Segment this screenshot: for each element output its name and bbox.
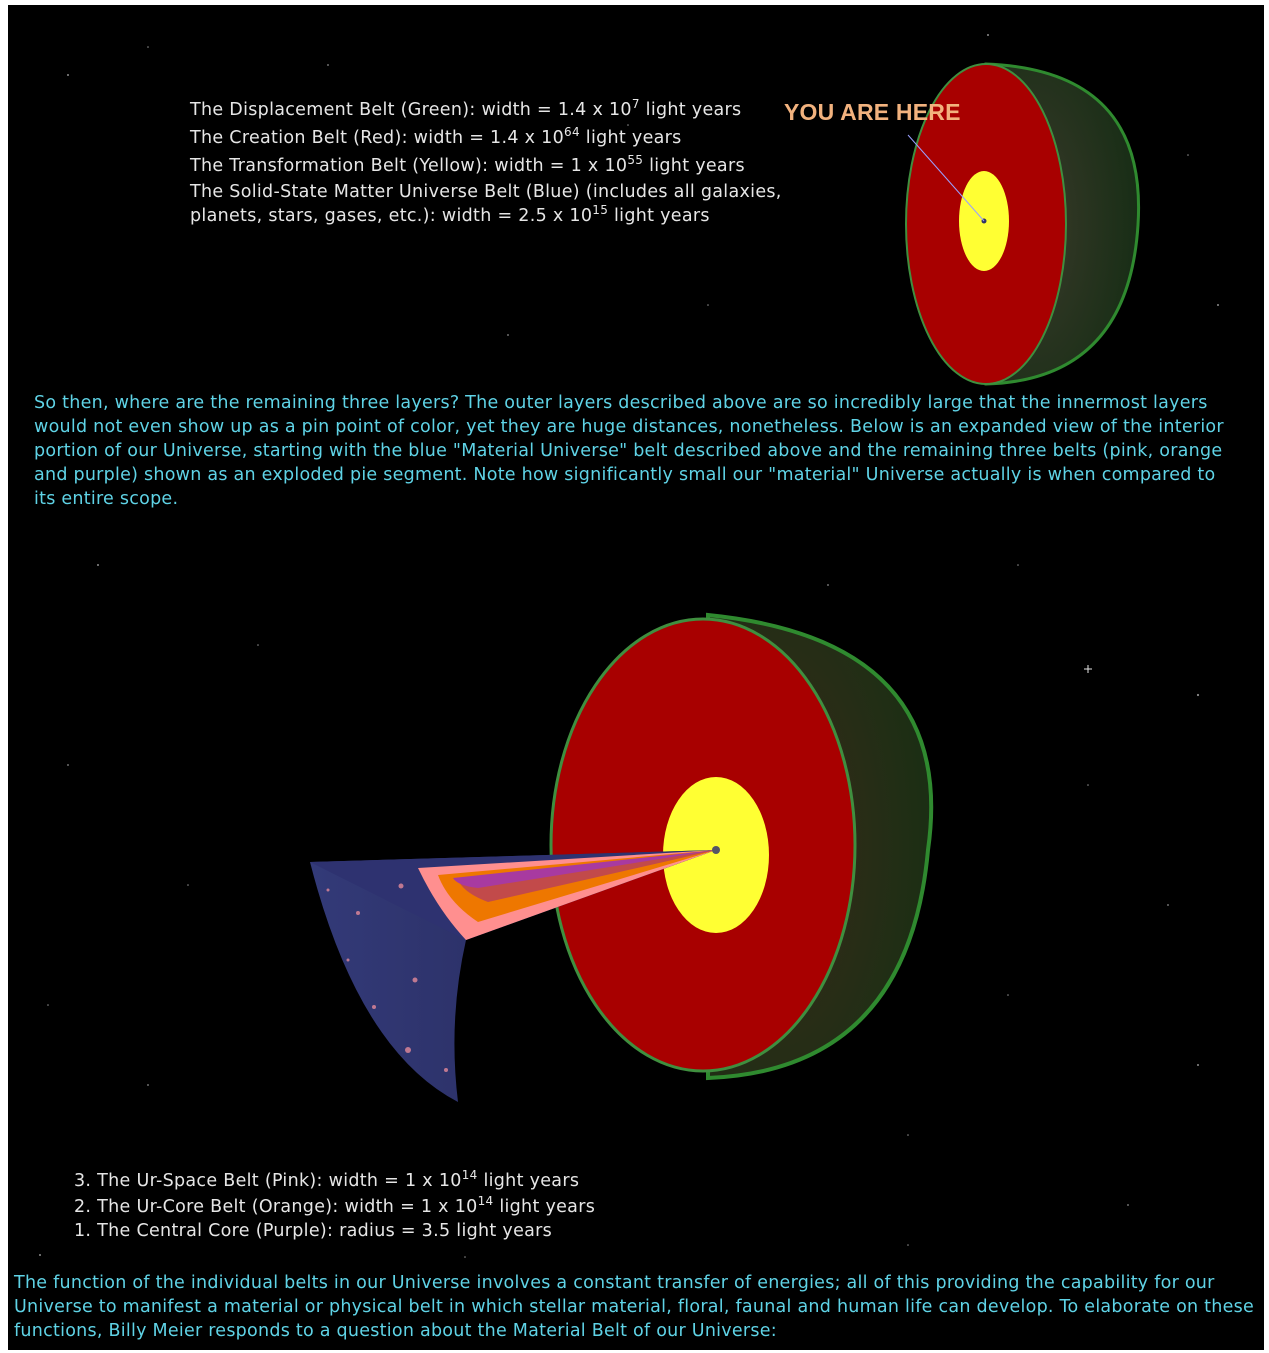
text: light years	[608, 206, 710, 226]
text: light years	[493, 1197, 596, 1217]
text: The Solid-State Matter Universe Belt (Bl…	[190, 182, 782, 226]
universe-globe-diagram	[905, 62, 1141, 386]
ur-core-belt-line: 2. The Ur-Core Belt (Orange): width = 1 …	[74, 1194, 774, 1220]
central-core-line: 1. The Central Core (Purple): radius = 3…	[74, 1218, 774, 1244]
exponent: 15	[592, 203, 609, 217]
pointer-line	[907, 134, 985, 222]
transformation-belt-line: The Transformation Belt (Yellow): width …	[190, 154, 790, 178]
space-background: YOU ARE HERE The Displacement Belt (Gree…	[8, 5, 1264, 1350]
solid-state-belt-line: The Solid-State Matter Universe Belt (Bl…	[190, 180, 790, 228]
yellow-belt	[663, 777, 769, 933]
inner-belt-list: 3. The Ur-Space Belt (Pink): width = 1 x…	[74, 1168, 774, 1244]
exponent: 55	[627, 153, 644, 167]
ur-space-belt-line: 3. The Ur-Space Belt (Pink): width = 1 x…	[74, 1168, 774, 1194]
exploded-universe-diagram	[310, 612, 934, 1102]
text: light years	[639, 100, 742, 120]
text: The Transformation Belt (Yellow): width …	[190, 156, 628, 176]
exponent: 7	[631, 97, 640, 111]
explanation-paragraph: So then, where are the remaining three l…	[34, 393, 1224, 509]
text: The Displacement Belt (Green): width = 1…	[190, 100, 632, 120]
text: 2. The Ur-Core Belt (Orange): width = 1 …	[74, 1197, 478, 1217]
creation-belt-line: The Creation Belt (Red): width = 1.4 x 1…	[190, 126, 790, 150]
star-field	[39, 34, 1219, 1258]
text: 1. The Central Core (Purple): radius = 3…	[74, 1221, 553, 1241]
text: light years	[579, 128, 682, 148]
inner-red-band	[458, 850, 716, 902]
exponent: 14	[477, 1194, 494, 1208]
text: The Creation Belt (Red): width = 1.4 x 1…	[190, 128, 565, 148]
outer-belt-list: The Displacement Belt (Green): width = 1…	[190, 98, 790, 228]
text: 3. The Ur-Space Belt (Pink): width = 1 x…	[74, 1171, 462, 1191]
function-paragraph: The function of the individual belts in …	[14, 1273, 1255, 1341]
purple-belt	[453, 850, 716, 888]
orange-belt	[438, 850, 716, 922]
text: light years	[477, 1171, 580, 1191]
displacement-belt-line: The Displacement Belt (Green): width = 1…	[190, 98, 790, 122]
exponent: 64	[564, 125, 580, 139]
blue-belt-segment	[310, 850, 716, 1102]
text: light years	[643, 156, 745, 176]
exponent: 14	[461, 1168, 478, 1182]
center-point	[712, 846, 720, 854]
you-are-here-label: YOU ARE HERE	[784, 99, 961, 125]
